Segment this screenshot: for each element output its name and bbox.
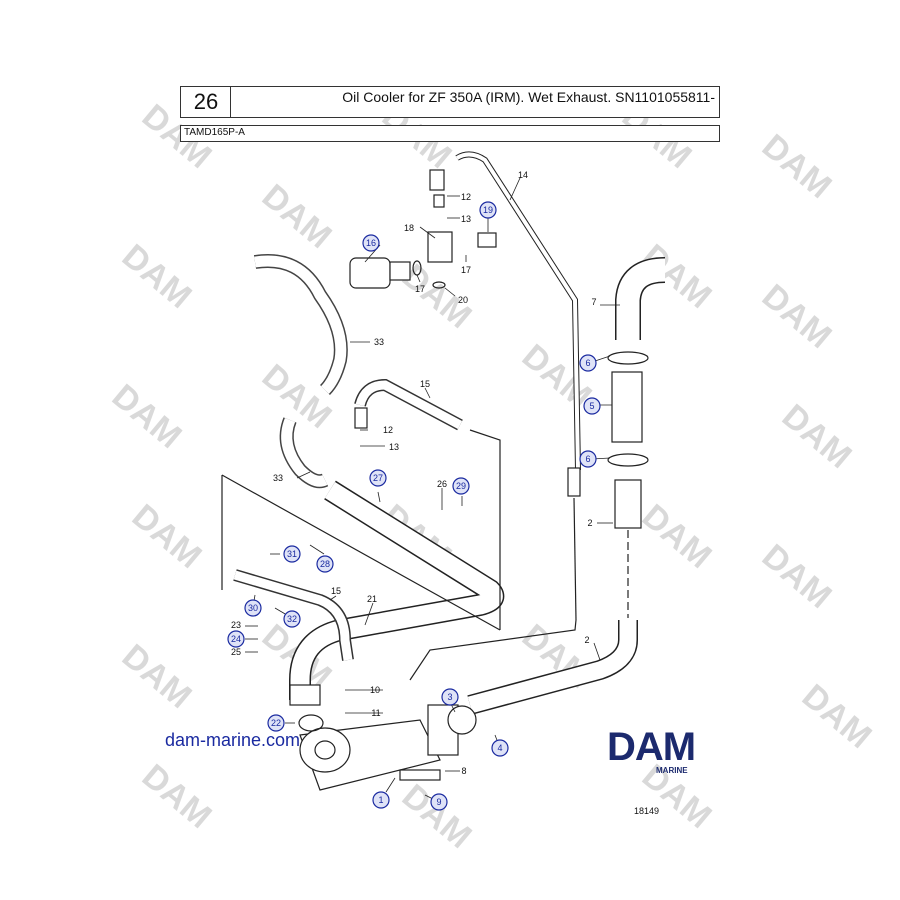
callout-circle xyxy=(479,201,497,219)
engine-model: TAMD165P-A xyxy=(184,127,245,138)
watermark-text: DAM xyxy=(115,237,199,316)
callout-label: 33 xyxy=(273,473,283,483)
callout-circle xyxy=(267,714,285,732)
callout-label: 32 xyxy=(287,614,297,624)
website-text: dam-marine.com xyxy=(165,730,301,750)
callout-circle xyxy=(244,599,262,617)
callout-label: 27 xyxy=(373,473,383,483)
callout-label: 33 xyxy=(374,337,384,347)
callout-circle xyxy=(227,630,245,648)
callout-label: 28 xyxy=(320,559,330,569)
watermark-text: DAM xyxy=(115,637,199,716)
callout-label: 16 xyxy=(366,238,376,248)
callout-label: 18 xyxy=(404,223,414,233)
callout-circle xyxy=(369,469,387,487)
callout-label: 15 xyxy=(331,586,341,596)
callout-label: 10 xyxy=(370,685,380,695)
callout-circle xyxy=(583,397,601,415)
callout-label: 31 xyxy=(287,549,297,559)
callout-circle xyxy=(283,610,301,628)
watermark-text: DAM xyxy=(795,677,879,756)
watermark-text: DAM xyxy=(755,277,839,356)
callout-label: 25 xyxy=(231,647,241,657)
watermark-text: DAM xyxy=(775,397,859,476)
callout-label: 22 xyxy=(271,718,281,728)
callout-label: 21 xyxy=(367,594,377,604)
drawing-number: 18149 xyxy=(634,806,660,816)
brand-logo-subtitle: MARINE xyxy=(656,766,688,775)
callout-label: 23 xyxy=(231,620,241,630)
callout-label: 12 xyxy=(383,425,393,435)
callout-circle xyxy=(441,688,459,706)
callout-label: 9 xyxy=(436,797,441,807)
page-number: 26 xyxy=(193,89,219,114)
callout-label: 5 xyxy=(589,401,594,411)
page-number-box: 26 xyxy=(180,86,232,118)
callout-label: 20 xyxy=(458,295,468,305)
watermark-text: DAM xyxy=(755,127,839,206)
watermark-text: DAM xyxy=(255,357,339,436)
callout-label: 14 xyxy=(518,170,528,180)
callout-label: 7 xyxy=(591,297,596,307)
callout-label: 3 xyxy=(447,692,452,702)
title-box: Oil Cooler for ZF 350A (IRM). Wet Exhaus… xyxy=(230,86,720,118)
callout-label: 8 xyxy=(461,766,466,776)
callout-label: 19 xyxy=(483,205,493,215)
callout-label: 12 xyxy=(461,192,471,202)
callout-label: 29 xyxy=(456,481,466,491)
page-title: Oil Cooler for ZF 350A (IRM). Wet Exhaus… xyxy=(342,89,715,105)
callout-circle xyxy=(362,234,380,252)
callout-circle xyxy=(452,477,470,495)
callout-label: 11 xyxy=(371,708,380,718)
watermark-text: DAM xyxy=(135,757,219,836)
callout-label: 1 xyxy=(378,795,383,805)
callout-circle xyxy=(430,793,448,811)
watermark-text: DAM xyxy=(125,497,209,576)
watermark-text: DAM xyxy=(105,377,189,456)
callout-circle xyxy=(283,545,301,563)
parts-artwork xyxy=(221,151,666,791)
callout-label: 6 xyxy=(585,454,590,464)
callout-circle xyxy=(372,791,390,809)
watermark-text: DAM xyxy=(255,177,339,256)
callout-label: 17 xyxy=(415,284,425,294)
watermark-text: DAM xyxy=(755,537,839,616)
callout-label: 30 xyxy=(248,603,258,613)
callout-label: 2 xyxy=(587,518,592,528)
brand-logo: DAM xyxy=(607,725,696,769)
callout-circle xyxy=(579,354,597,372)
callout-label: 26 xyxy=(437,479,447,489)
watermark-text: DAM xyxy=(395,777,479,856)
callout-label: 13 xyxy=(461,214,471,224)
callout-label: 17 xyxy=(461,265,471,275)
callout-circle xyxy=(316,555,334,573)
model-box: TAMD165P-A xyxy=(180,125,720,142)
callout-label: 6 xyxy=(585,358,590,368)
callout-label: 13 xyxy=(389,442,399,452)
callout-label: 15 xyxy=(420,379,430,389)
watermark-text: DAM xyxy=(635,497,719,576)
callout-label: 2 xyxy=(584,635,589,645)
callout-label: 4 xyxy=(497,743,502,753)
callout-circle xyxy=(491,739,509,757)
callout-circle xyxy=(579,450,597,468)
callout-label: 24 xyxy=(231,634,241,644)
